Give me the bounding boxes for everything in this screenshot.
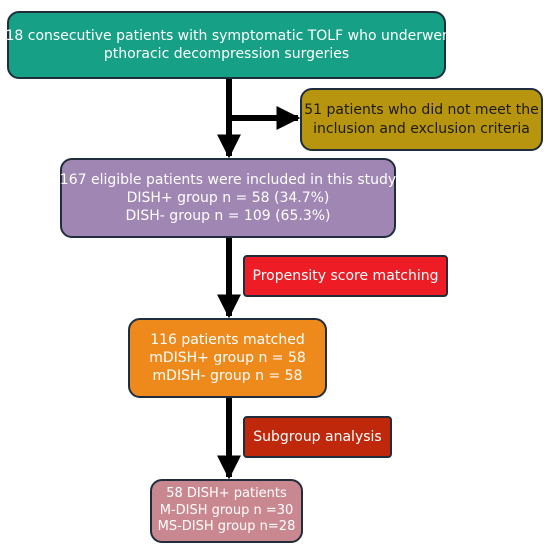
box-initial-patients-line2: pthoracic decompression surgeries — [103, 46, 350, 62]
box-excluded-patients: 51 patients who did not meet the inclusi… — [300, 88, 543, 151]
box-eligible-line2: DISH+ group n = 58 (34.7%) — [126, 189, 330, 206]
box-propensity-score-matching: Propensity score matching — [243, 255, 448, 297]
box-subgroup-analysis: Subgroup analysis — [243, 416, 392, 458]
box-eligible-patients: 167 eligible patients were included in t… — [60, 158, 396, 238]
box-dish-patients: 58 DISH+ patients M-DISH group n =30 MS-… — [150, 479, 303, 543]
box-matched-line2: mDISH+ group n = 58 — [149, 349, 306, 366]
box-eligible-line1: 167 eligible patients were included in t… — [59, 171, 397, 188]
box-dish-line2: M-DISH group n =30 — [159, 502, 294, 518]
box-dish-line3: MS-DISH group n=28 — [157, 519, 296, 535]
box-subgroup-label: Subgroup analysis — [253, 428, 382, 445]
box-dish-line1: 58 DISH+ patients — [166, 485, 287, 501]
box-matched-line1: 116 patients matched — [150, 331, 305, 348]
box-matched-patients: 116 patients matched mDISH+ group n = 58… — [128, 318, 327, 398]
box-eligible-line3: DISH- group n = 109 (65.3%) — [125, 208, 331, 225]
box-excluded-line2: inclusion and exclusion criteria — [313, 120, 530, 137]
box-matched-line3: mDISH- group n = 58 — [152, 368, 303, 385]
box-excluded-line1: 51 patients who did not meet the — [304, 102, 539, 119]
box-initial-patients: 218 consecutive patients with symptomati… — [0, 11, 456, 79]
box-initial-patients-line1: 218 consecutive patients with symptomati… — [0, 27, 457, 44]
box-propensity-label: Propensity score matching — [252, 267, 439, 284]
